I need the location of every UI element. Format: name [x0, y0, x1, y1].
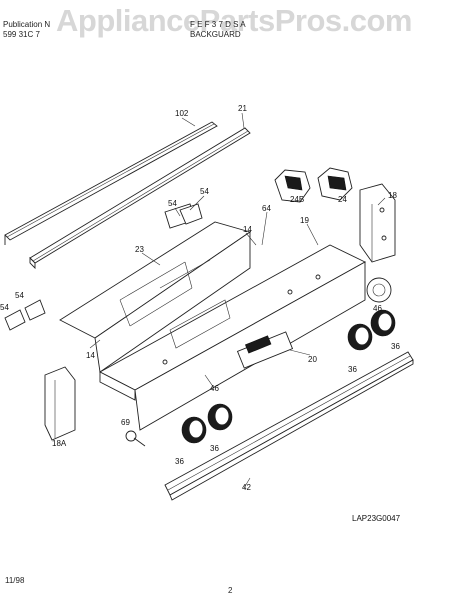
callout-36-d: 36	[210, 444, 219, 453]
callout-14-left: 14	[86, 351, 95, 360]
callout-36-a: 36	[348, 365, 357, 374]
callout-54-c: 54	[0, 303, 9, 312]
callout-23: 23	[135, 245, 144, 254]
publication-number: 599 31C 7	[3, 30, 40, 39]
dial-46	[366, 277, 392, 303]
screw-69	[125, 430, 146, 447]
callout-46-center: 46	[210, 384, 219, 393]
callout-46-right: 46	[373, 304, 382, 313]
callout-24B: 24B	[290, 195, 305, 204]
callout-54-d: 54	[15, 291, 24, 300]
backguard-panel-23	[59, 221, 252, 373]
callout-54-a: 54	[200, 187, 209, 196]
footer-date: 11/98	[5, 576, 25, 585]
knobs-36	[181, 309, 396, 444]
footer-page-number: 2	[228, 586, 233, 595]
callout-20: 20	[308, 355, 317, 364]
watermark: AppliancePartsPros.com	[56, 3, 412, 38]
trim-21	[29, 127, 251, 270]
publication-label: Publication N	[3, 20, 51, 29]
callout-14-top: 14	[243, 225, 252, 234]
bracket-18A	[44, 366, 76, 441]
endcaps-24	[274, 167, 353, 203]
callout-21: 21	[238, 104, 247, 113]
callout-19: 19	[300, 216, 309, 225]
callout-42: 42	[242, 483, 251, 492]
callout-36-b: 36	[391, 342, 400, 351]
callout-18: 18	[388, 191, 397, 200]
trim-42	[164, 351, 414, 501]
callout-102: 102	[175, 109, 189, 118]
callout-24: 24	[338, 195, 347, 204]
control-panel-19	[99, 244, 366, 431]
drawing-code: LAP23G0047	[352, 514, 401, 523]
strip-102	[4, 121, 218, 245]
model-line: F E F 3 7 D S A	[190, 20, 246, 29]
callout-69: 69	[121, 418, 130, 427]
section-title: BACKGUARD	[190, 30, 241, 39]
bracket-18	[359, 183, 396, 263]
callout-36-c: 36	[175, 457, 184, 466]
callout-64: 64	[262, 204, 271, 213]
leader-lines	[89, 112, 386, 489]
callout-18A: 18A	[52, 439, 67, 448]
callout-54-b: 54	[168, 199, 177, 208]
